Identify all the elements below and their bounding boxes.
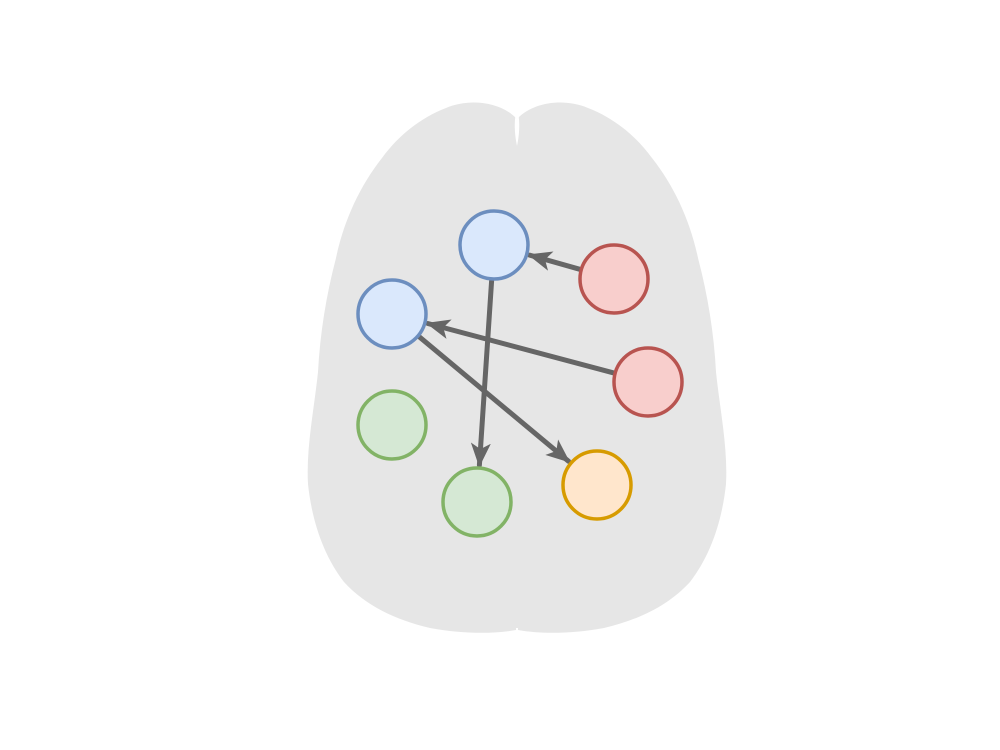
arrow-blue-top-to-green-bottom — [470, 278, 495, 468]
longitudinal-fissure — [514, 108, 520, 146]
node-blue-left — [356, 278, 428, 350]
node-green-left — [356, 389, 428, 461]
arrow-blue-left-to-orange-right — [417, 334, 572, 464]
node-red-right — [612, 346, 684, 418]
nodes — [356, 209, 684, 538]
node-orange-right — [561, 449, 633, 521]
node-green-bottom — [441, 466, 513, 538]
arrow-red-top-to-blue-top — [527, 251, 582, 272]
arrow-red-right-to-blue-left — [425, 319, 616, 376]
brain-midline — [510, 140, 524, 628]
edges — [417, 251, 616, 468]
node-red-top — [578, 243, 650, 315]
node-blue-top — [458, 209, 530, 281]
